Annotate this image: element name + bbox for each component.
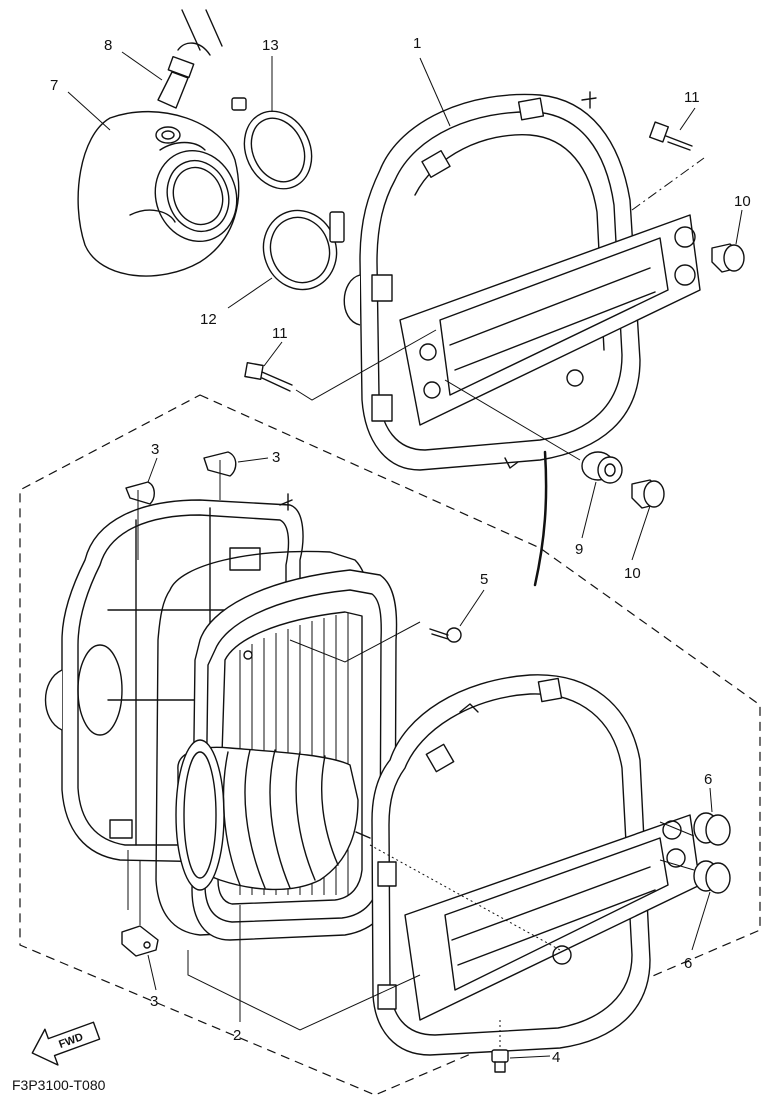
- leader-11b: [263, 341, 283, 367]
- callout-12: 12: [200, 311, 217, 328]
- leader-10b: [631, 505, 651, 561]
- leader-12: [227, 277, 273, 309]
- hose-clamp-lower: [262, 209, 345, 291]
- air-filter-case-assembly: [343, 91, 701, 471]
- callout-9: 9: [575, 541, 583, 558]
- grommet-upper: [693, 812, 731, 846]
- assembly-line-9: [137, 460, 221, 560]
- callout-3b: 3: [272, 449, 280, 466]
- callout-3c: 3: [150, 993, 158, 1010]
- assembly-pointer: [533, 450, 548, 587]
- collar-upper: [711, 243, 745, 273]
- leader-6a: [709, 787, 713, 813]
- callout-1: 1: [413, 35, 421, 52]
- leader-4: [509, 1055, 551, 1059]
- callout-13: 13: [262, 37, 279, 54]
- callout-11a: 11: [684, 89, 700, 106]
- leader-11a: [679, 107, 696, 131]
- assembly-line-2: [295, 329, 437, 401]
- leader-8: [121, 51, 163, 81]
- intake-joint: [77, 110, 240, 277]
- assembly-line-6: [127, 850, 141, 925]
- callout-8: 8: [104, 37, 112, 54]
- leader-9: [581, 481, 597, 539]
- screw: [429, 627, 462, 643]
- callout-10a: 10: [734, 193, 751, 210]
- callout-10b: 10: [624, 565, 641, 582]
- drain-plug: [491, 1020, 509, 1073]
- callout-11b: 11: [272, 325, 288, 342]
- bolt-upper: [648, 121, 693, 151]
- drawing-code: F3P3100-T080: [12, 1077, 106, 1093]
- hose-fitting: [157, 9, 223, 109]
- grommet: [581, 451, 623, 484]
- leader-3c: [147, 954, 157, 991]
- hose-clamp-upper: [231, 97, 313, 190]
- leader-10a: [735, 209, 743, 245]
- clip-bottom: [121, 925, 159, 957]
- leader-1: [419, 57, 451, 127]
- callout-3a: 3: [151, 441, 159, 458]
- callout-4: 4: [552, 1049, 560, 1066]
- clip-left: [125, 481, 155, 505]
- assembly-line-3: [444, 379, 581, 461]
- leader-7: [67, 91, 111, 131]
- callout-6b: 6: [684, 955, 692, 972]
- assembly-line-8: [659, 821, 695, 871]
- assembly-line-7: [187, 950, 421, 1031]
- callout-5: 5: [480, 571, 488, 588]
- callout-2: 2: [233, 1027, 241, 1044]
- assembly-line-5: [289, 621, 421, 663]
- callout-7: 7: [50, 77, 58, 94]
- bolt-lower: [244, 362, 293, 392]
- leader-6b: [691, 891, 711, 951]
- leader-3b: [237, 457, 269, 463]
- leader-3a: [147, 457, 158, 483]
- grommet-lower: [693, 860, 731, 894]
- assembly-line-4: [369, 844, 561, 951]
- leader-5: [459, 589, 485, 627]
- intake-duct: [175, 739, 359, 891]
- assembly-line-1: [631, 157, 705, 211]
- collar-lower: [631, 479, 665, 509]
- forward-arrow: FWD: [31, 1021, 101, 1066]
- callout-6a: 6: [704, 771, 712, 788]
- air-filter-case-front: [355, 674, 701, 1056]
